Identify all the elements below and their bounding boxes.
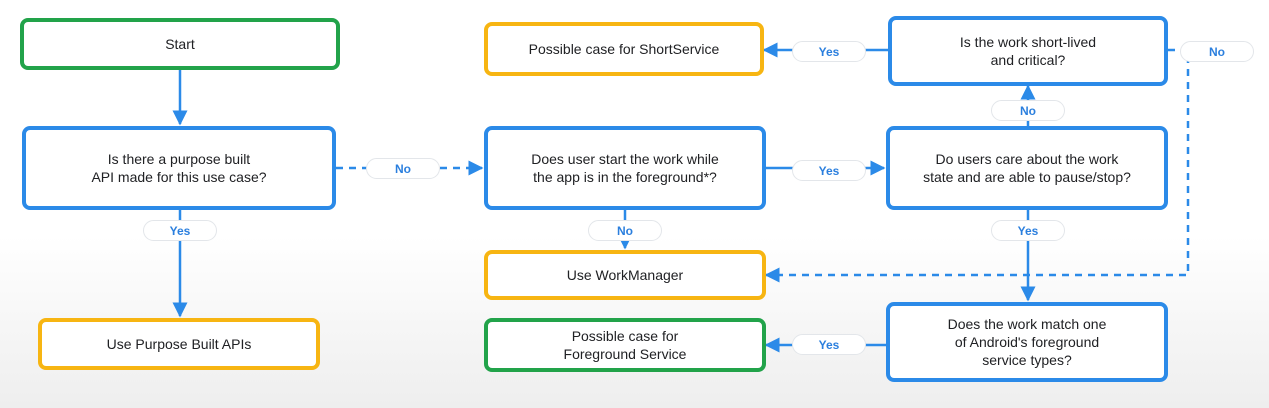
label-short-yes: Yes (792, 41, 866, 62)
label-short-no: No (1180, 41, 1254, 62)
label-care-yes: Yes (991, 220, 1065, 241)
edge-short-no (764, 48, 1190, 283)
label-purpose-no: No (366, 158, 440, 179)
label-purpose-yes: Yes (143, 220, 217, 241)
use-workmanager-node: Use WorkManager (484, 250, 766, 300)
label-userstart-no: No (588, 220, 662, 241)
start-node: Start (20, 18, 340, 70)
short-service-node: Possible case for ShortService (484, 22, 764, 76)
label-match-yes: Yes (792, 334, 866, 355)
label-care-no: No (991, 100, 1065, 121)
label-userstart-yes: Yes (792, 160, 866, 181)
use-purpose-apis-node: Use Purpose Built APIs (38, 318, 320, 370)
